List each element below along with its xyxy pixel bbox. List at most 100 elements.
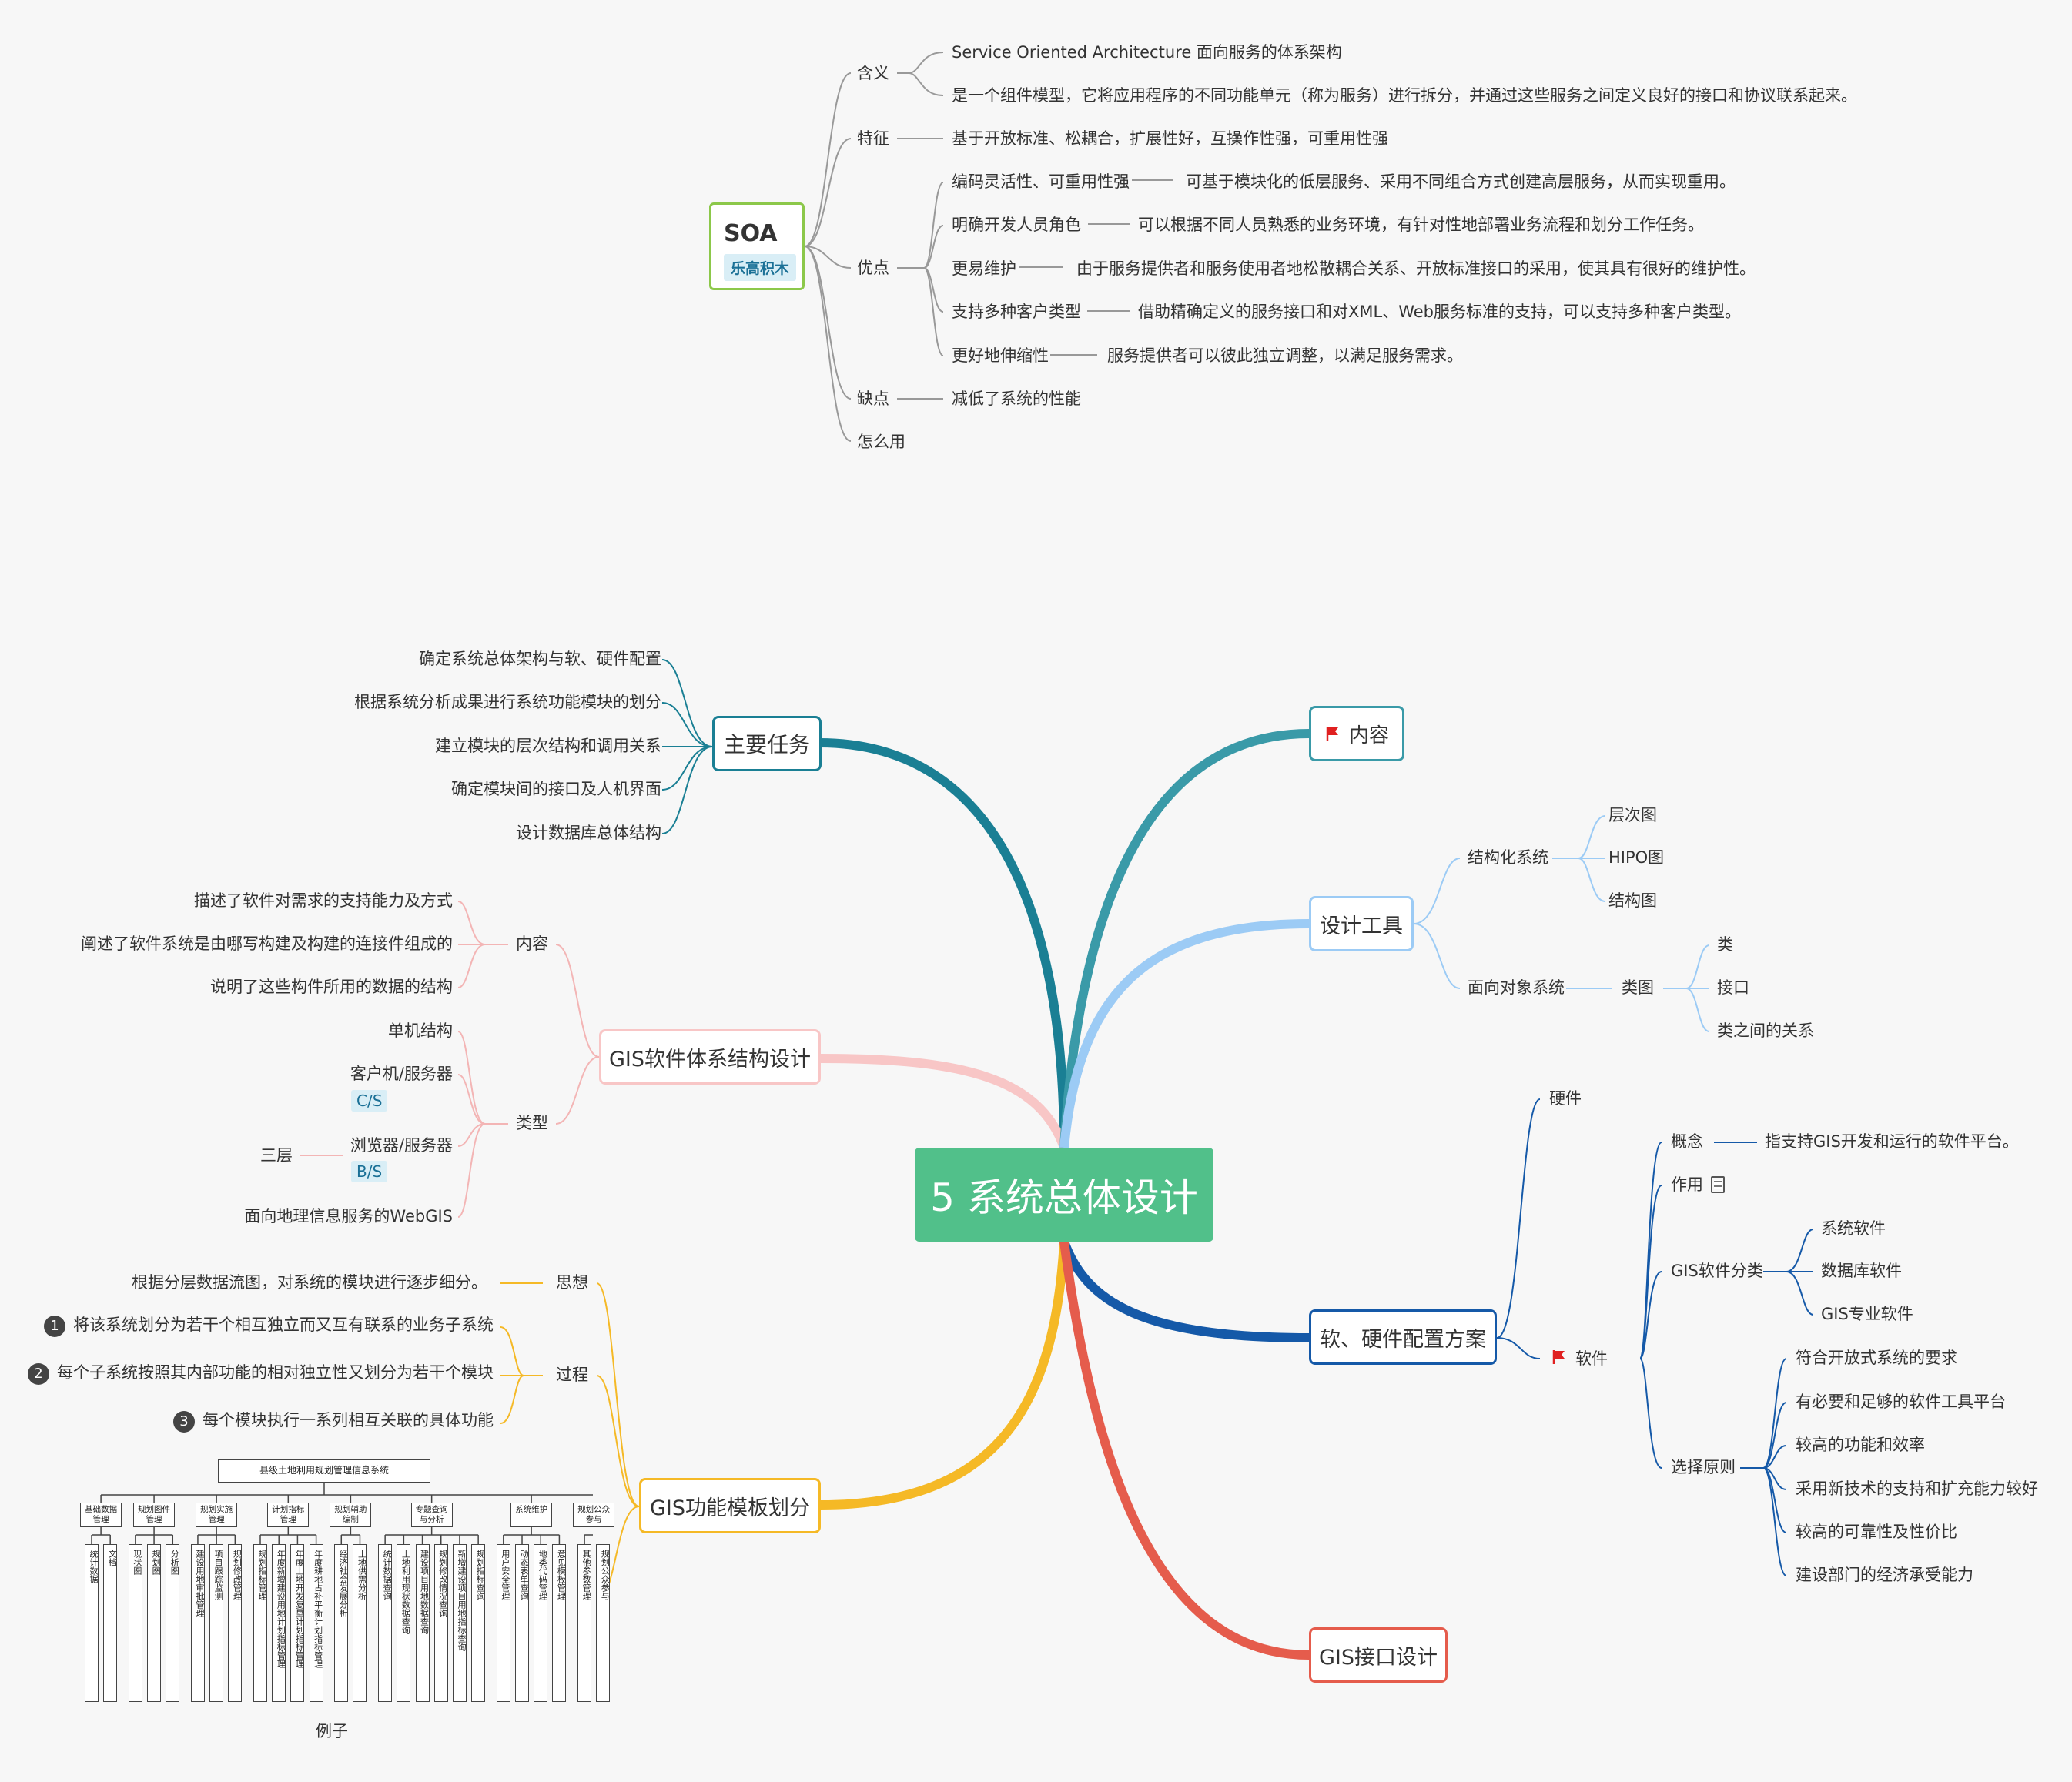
config-principle-item[interactable]: 建设部门的经济承受能力 xyxy=(1796,1566,1973,1584)
config-category-item[interactable]: 数据库软件 xyxy=(1821,1262,1902,1280)
arch-type-item[interactable]: 面向地理信息服务的WebGIS xyxy=(244,1207,453,1225)
config-category-item[interactable]: GIS专业软件 xyxy=(1821,1305,1913,1323)
main-task-item[interactable]: 根据系统分析成果进行系统功能模块的划分 xyxy=(354,693,661,711)
soa-feature-label[interactable]: 特征 xyxy=(857,129,889,148)
org-group: 规划辅助编制 xyxy=(330,1503,372,1527)
arch-content-label[interactable]: 内容 xyxy=(516,934,548,953)
tools-structured-label[interactable]: 结构化系统 xyxy=(1468,848,1548,867)
org-leaf: 现状图 xyxy=(128,1544,142,1702)
config-principle-item[interactable]: 较高的可靠性及性价比 xyxy=(1796,1523,1957,1541)
func-topic[interactable]: GIS功能模板划分 xyxy=(639,1478,821,1533)
tools-class-item[interactable]: 接口 xyxy=(1717,978,1749,997)
org-leaf: 规划公众参与 xyxy=(596,1544,611,1702)
content-topic[interactable]: 内容 xyxy=(1309,706,1404,761)
tools-class-item[interactable]: 类之间的关系 xyxy=(1717,1021,1814,1040)
soa-advantage-desc[interactable]: 可以根据不同人员熟悉的业务环境，有针对性地部署业务流程和划分工作任务。 xyxy=(1138,216,1704,234)
org-leaf: 统计数据查询 xyxy=(378,1544,393,1702)
main-task-item[interactable]: 设计数据库总体结构 xyxy=(516,824,661,842)
arch-content-item[interactable]: 说明了这些构件所用的数据的结构 xyxy=(210,978,453,996)
soa-meaning-item[interactable]: Service Oriented Architecture 面向服务的体系架构 xyxy=(952,43,1342,62)
step-text: 每个子系统按照其内部功能的相对独立性又划分为若干个模块 xyxy=(57,1363,494,1382)
tools-class-item[interactable]: 类 xyxy=(1717,935,1733,954)
config-principle-item[interactable]: 采用新技术的支持和扩充能力较好 xyxy=(1796,1479,2038,1498)
tools-structured-item[interactable]: HIPO图 xyxy=(1608,848,1665,867)
soa-tag: 乐高积木 xyxy=(724,254,797,281)
soa-advantage-name[interactable]: 明确开发人员角色 xyxy=(952,216,1081,234)
soa-advantages-label[interactable]: 优点 xyxy=(857,259,889,277)
org-leaf: 规划指标查询 xyxy=(471,1544,486,1702)
soa-title: SOA xyxy=(724,220,778,247)
org-group: 规划图件管理 xyxy=(133,1503,176,1527)
central-topic[interactable]: 5 系统总体设计 xyxy=(915,1148,1213,1242)
soa-meaning-item[interactable]: 是一个组件模型，它将应用程序的不同功能单元（称为服务）进行拆分，并通过这些服务之… xyxy=(952,86,1857,105)
flag-icon xyxy=(1326,727,1338,741)
config-concept-text[interactable]: 指支持GIS开发和运行的软件平台。 xyxy=(1765,1132,2019,1151)
arch-bs-extra[interactable]: 三层 xyxy=(260,1146,293,1165)
config-principle-label[interactable]: 选择原则 xyxy=(1671,1458,1736,1476)
soa-advantage-name[interactable]: 更好地伸缩性 xyxy=(952,346,1049,365)
org-root: 县级土地利用规划管理信息系统 xyxy=(218,1459,430,1483)
soa-meaning-label[interactable]: 含义 xyxy=(857,64,889,82)
soa-advantage-desc[interactable]: 可基于模块化的低层服务、采用不同组合方式创建高层服务，从而实现重用。 xyxy=(1186,172,1736,191)
config-role-label[interactable]: 作用 xyxy=(1671,1175,1725,1195)
func-idea-text[interactable]: 根据分层数据流图，对系统的模块进行逐步细分。 xyxy=(132,1273,487,1292)
main-task-item[interactable]: 确定系统总体架构与软、硬件配置 xyxy=(419,650,661,668)
tools-oo-label[interactable]: 面向对象系统 xyxy=(1468,978,1565,997)
org-group: 规划实施管理 xyxy=(196,1503,238,1527)
step-number: 2 xyxy=(28,1363,49,1385)
main-task-item[interactable]: 确定模块间的接口及人机界面 xyxy=(451,780,661,798)
example-org-chart[interactable]: 县级土地利用规划管理信息系统基础数据管理统计数据文档规划图件管理现状图规划图分析… xyxy=(77,1455,615,1709)
config-principle-item[interactable]: 符合开放式系统的要求 xyxy=(1796,1349,1957,1367)
config-concept-label[interactable]: 概念 xyxy=(1671,1132,1703,1151)
arch-type-item[interactable]: 浏览器/服务器 xyxy=(350,1136,453,1155)
arch-topic[interactable]: GIS软件体系结构设计 xyxy=(599,1029,821,1085)
soa-advantage-desc[interactable]: 服务提供者可以彼此独立调整，以满足服务需求。 xyxy=(1107,346,1463,365)
interface-topic[interactable]: GIS接口设计 xyxy=(1309,1627,1448,1683)
org-leaf: 建设用地审批管理 xyxy=(190,1544,205,1702)
arch-type-label[interactable]: 类型 xyxy=(516,1114,548,1132)
org-leaf: 建设项目用地数据查询 xyxy=(415,1544,430,1702)
config-category-label[interactable]: GIS软件分类 xyxy=(1671,1262,1763,1280)
tools-topic[interactable]: 设计工具 xyxy=(1309,896,1414,951)
config-principle-item[interactable]: 有必要和足够的软件工具平台 xyxy=(1796,1393,2006,1411)
soa-advantage-name[interactable]: 支持多种客户类型 xyxy=(952,303,1081,321)
soa-advantage-desc[interactable]: 由于服务提供者和服务使用者地松散耦合关系、开放标准接口的采用，使其具有很好的维护… xyxy=(1076,259,1756,278)
org-group: 计划指标管理 xyxy=(267,1503,310,1527)
org-leaf: 经济社会发展分析 xyxy=(334,1544,349,1702)
soa-feature-text[interactable]: 基于开放标准、松耦合，扩展性好，互操作性强，可重用性强 xyxy=(952,129,1388,148)
soa-how-label[interactable]: 怎么用 xyxy=(857,433,905,451)
arch-type-item[interactable]: 客户机/服务器 xyxy=(350,1065,453,1083)
config-category-item[interactable]: 系统软件 xyxy=(1821,1219,1886,1238)
soa-advantage-desc[interactable]: 借助精确定义的服务接口和对XML、Web服务标准的支持，可以支持多种客户类型。 xyxy=(1138,303,1741,321)
tools-structured-item[interactable]: 结构图 xyxy=(1608,891,1657,910)
example-caption: 例子 xyxy=(316,1722,348,1740)
arch-content-item[interactable]: 阐述了软件系统是由哪写构建及构建的连接件组成的 xyxy=(81,934,453,953)
main-task-item[interactable]: 建立模块的层次结构和调用关系 xyxy=(435,737,661,755)
func-step[interactable]: 2 每个子系统按照其内部功能的相对独立性又划分为若干个模块 xyxy=(28,1363,494,1385)
bs-tag: B/S xyxy=(351,1161,388,1182)
config-principle-item[interactable]: 较高的功能和效率 xyxy=(1796,1436,1925,1454)
tools-class-diagram[interactable]: 类图 xyxy=(1622,978,1654,997)
soa-topic[interactable]: SOA 乐高积木 xyxy=(709,202,805,290)
tools-structured-item[interactable]: 层次图 xyxy=(1608,806,1657,824)
note-icon[interactable] xyxy=(1711,1176,1725,1193)
org-leaf: 土地利用现状数据查询 xyxy=(397,1544,411,1702)
soa-advantage-name[interactable]: 更易维护 xyxy=(952,259,1016,278)
config-hardware-label[interactable]: 硬件 xyxy=(1549,1089,1582,1108)
soa-advantage-name[interactable]: 编码灵活性、可重用性强 xyxy=(952,172,1130,191)
org-leaf: 规划指标管理 xyxy=(253,1544,267,1702)
soa-disadvantage-text[interactable]: 减低了系统的性能 xyxy=(952,389,1081,408)
soa-disadvantage-label[interactable]: 缺点 xyxy=(857,389,889,408)
arch-content-item[interactable]: 描述了软件对需求的支持能力及方式 xyxy=(194,891,453,910)
arch-type-item[interactable]: 单机结构 xyxy=(388,1021,453,1040)
func-process-label[interactable]: 过程 xyxy=(556,1366,588,1384)
func-idea-label[interactable]: 思想 xyxy=(556,1273,588,1292)
config-topic[interactable]: 软、硬件配置方案 xyxy=(1309,1309,1497,1365)
org-leaf: 规划修改管理 xyxy=(228,1544,243,1702)
content-label: 内容 xyxy=(1348,724,1389,747)
main-task-topic[interactable]: 主要任务 xyxy=(712,716,822,771)
config-software-label[interactable]: 软件 xyxy=(1551,1349,1608,1369)
